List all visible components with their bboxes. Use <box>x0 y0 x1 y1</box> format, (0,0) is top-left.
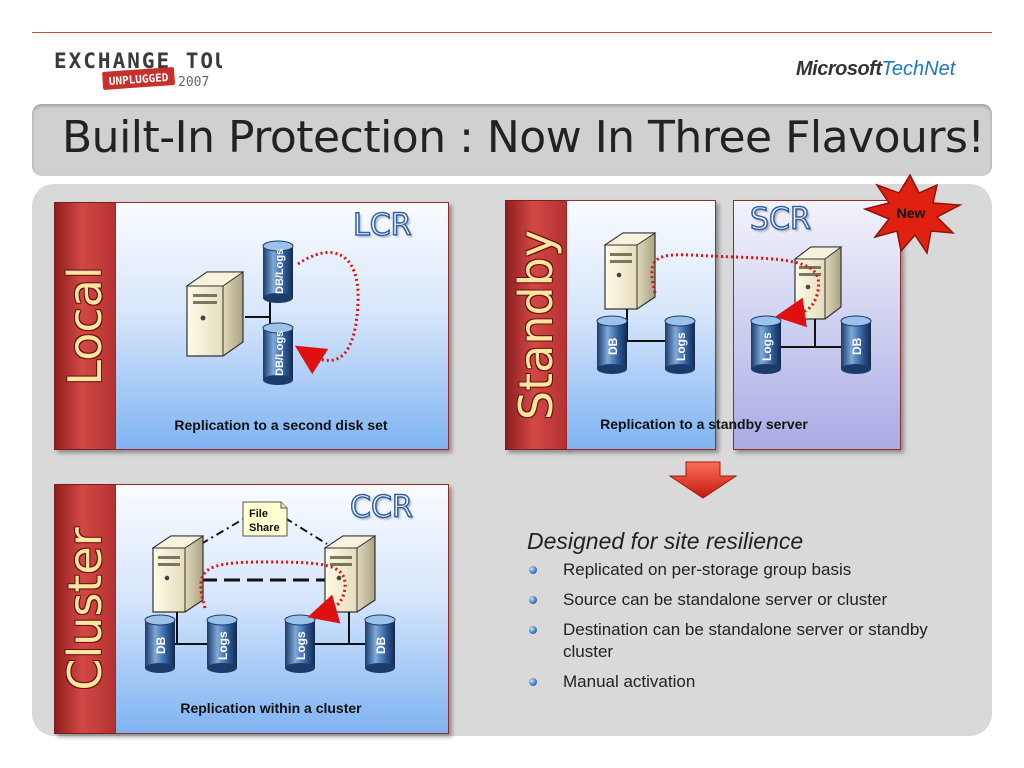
local-side-text: Local <box>58 266 112 386</box>
ccr-passive-logs-icon: Logs <box>284 614 316 673</box>
lcr-db-logs-icon: DB/Logs <box>262 240 294 303</box>
callout-bullet: Manual activation <box>519 671 959 693</box>
file-share-label-2: Share <box>249 522 280 534</box>
local-side-label: Local <box>54 202 116 450</box>
scr-caption: Replication to a standby server <box>600 416 808 432</box>
scr-replication-arrow <box>650 253 821 328</box>
callout-bullet: Replicated on per-storage group basis <box>519 559 959 581</box>
cluster-side-text: Cluster <box>58 527 112 691</box>
logo-microsoft-text: Microsoft <box>796 58 882 80</box>
resilience-callout: Designed for site resilience Replicated … <box>519 528 959 701</box>
scr-target-logs-icon: Logs <box>750 315 782 374</box>
logo-unplugged-badge <box>102 67 175 90</box>
lcr-tag: LCR <box>352 207 412 244</box>
callout-bullet: Destination can be standalone server or … <box>519 619 959 663</box>
ccr-passive-node-server-icon <box>323 535 377 613</box>
ccr-caption: Replication within a cluster <box>180 700 362 716</box>
scr-target-db-icon: DB <box>840 315 872 374</box>
lcr-db-logs-copy-label: DB/Logs <box>274 331 286 376</box>
slide-title: Built-In Protection : Now In Three Flavo… <box>62 112 985 163</box>
ccr-active-db-icon: DB <box>144 614 176 673</box>
ccr-active-logs-label: Logs <box>216 631 230 660</box>
lcr-db-logs-label: DB/Logs <box>274 249 286 294</box>
new-badge: New <box>862 173 963 255</box>
standby-source-db-icon: DB <box>596 315 628 374</box>
bullet-icon <box>529 566 537 574</box>
lcr-caption: Replication to a second disk set <box>174 417 388 433</box>
callout-bullet-list: Replicated on per-storage group basis So… <box>519 559 959 693</box>
ccr-replication-arrow <box>199 560 347 624</box>
logo-exchange-tour-text: EXCHANGE TOUR <box>54 49 222 73</box>
standby-source-logs-label: Logs <box>674 332 688 361</box>
ccr-tag: CCR <box>349 489 413 526</box>
microsoft-technet-logo: MicrosoftTechNet <box>796 58 955 81</box>
callout-bullet: Source can be standalone server or clust… <box>519 589 959 611</box>
ccr-passive-db-icon: DB <box>364 614 396 673</box>
callout-heading: Designed for site resilience <box>527 528 804 554</box>
scr-target-db-label: DB <box>850 337 864 355</box>
scr-diagram: New DB Logs Logs <box>596 173 963 374</box>
callout-bullet-text: Source can be standalone server or clust… <box>563 590 888 609</box>
title-bar: Built-In Protection : Now In Three Flavo… <box>32 104 992 176</box>
standby-source-db-label: DB <box>606 337 620 355</box>
ccr-passive-db-label: DB <box>374 636 388 654</box>
ccr-active-node-server-icon <box>151 535 205 613</box>
callout-bullet-text: Destination can be standalone server or … <box>563 620 928 661</box>
lcr-server-icon <box>185 271 245 357</box>
cluster-side-label: Cluster <box>54 484 116 734</box>
logo-technet-text: TechNet <box>881 58 956 80</box>
scr-tag: SCR <box>749 201 811 238</box>
lcr-diagram: DB/Logs DB/Logs <box>185 240 360 385</box>
standby-source-logs-icon: Logs <box>664 315 696 374</box>
bullet-icon <box>529 626 537 634</box>
bullet-icon <box>529 678 537 686</box>
standby-side-label: Standby <box>505 200 567 450</box>
ccr-diagram: File Share DB Logs Logs <box>144 501 396 673</box>
callout-bullet-text: Replicated on per-storage group basis <box>563 560 852 579</box>
file-share-icon: File Share <box>242 501 288 537</box>
ccr-passive-logs-label: Logs <box>294 631 308 660</box>
lcr-db-logs-copy-icon: DB/Logs <box>262 322 294 385</box>
new-badge-text: New <box>897 205 926 221</box>
file-share-label-1: File <box>249 508 268 520</box>
ccr-active-db-label: DB <box>154 636 168 654</box>
callout-bullet-text: Manual activation <box>563 672 696 691</box>
logo-year-text: 2007 <box>178 75 209 90</box>
exchange-tour-logo: EXCHANGE TOUR UNPLUGGED 2007 <box>54 49 222 90</box>
standby-source-server-icon <box>603 232 657 310</box>
lcr-replication-arrow <box>294 251 360 375</box>
scr-target-logs-label: Logs <box>760 332 774 361</box>
bullet-icon <box>529 596 537 604</box>
header-rule <box>32 32 992 33</box>
ccr-active-logs-icon: Logs <box>206 614 238 673</box>
logo-unplugged-text: UNPLUGGED <box>108 71 169 88</box>
down-arrow-icon <box>668 461 738 499</box>
scr-target-server-icon <box>793 246 843 320</box>
